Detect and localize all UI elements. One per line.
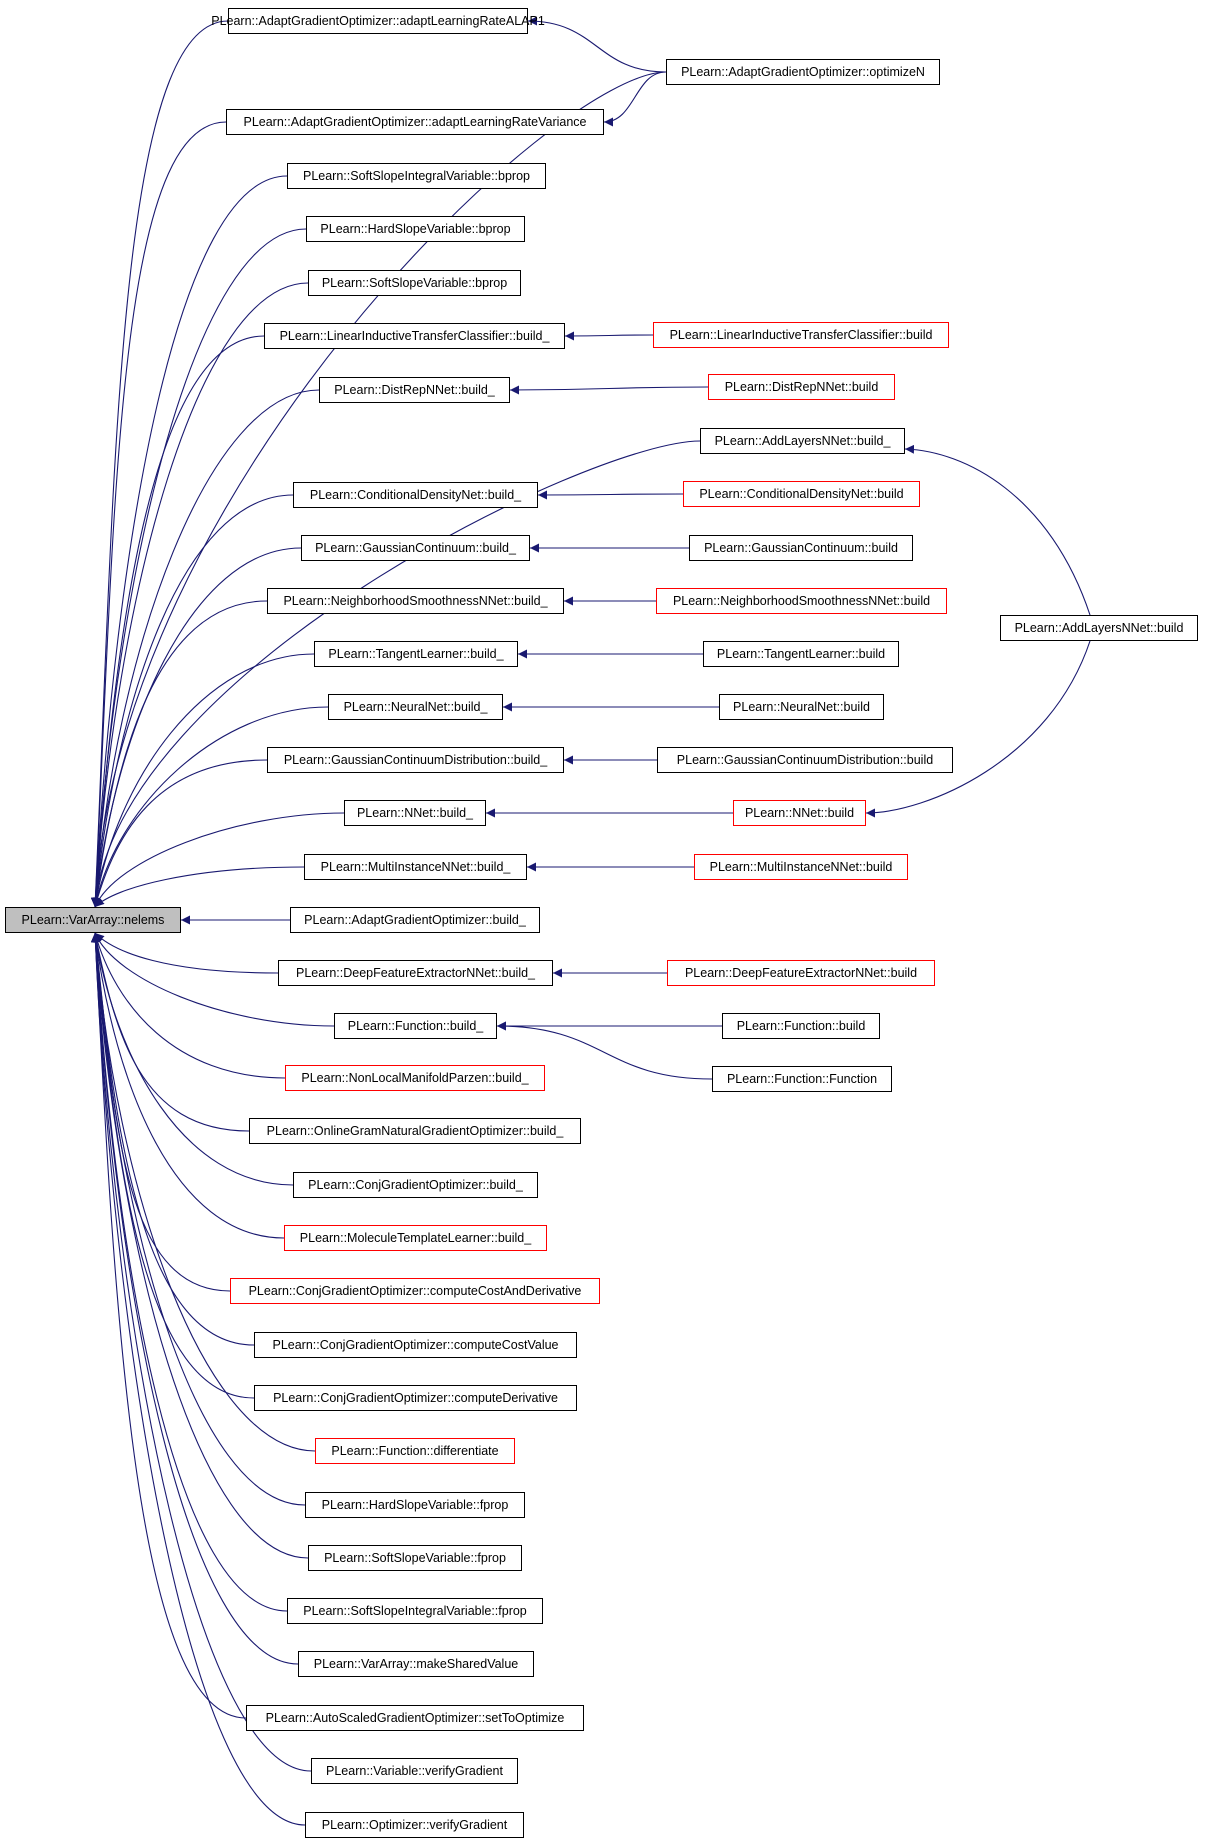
node-plearn-function-build[interactable]: PLearn::Function::build_ <box>334 1013 497 1039</box>
edge-plearn-molecule-template-learner-build-to-plearn-var-array-nelems <box>91 932 285 1239</box>
edge-plearn-linear-inductive-transfer-classifier-build-to-plearn-linear-inductive-transfer-classifier-build <box>564 331 654 341</box>
node-plearn-multi-instance-nnet-build[interactable]: PLearn::MultiInstanceNNet::build <box>694 854 908 880</box>
node-plearn-dist-rep-nnet-build[interactable]: PLearn::DistRepNNet::build_ <box>319 377 510 403</box>
edge-plearn-multi-instance-nnet-build-to-plearn-var-array-nelems <box>94 866 305 908</box>
edge-plearn-adapt-gradient-optimizer-optimize-n-to-plearn-adapt-gradient-optimizer-adapt-learning-rate-variance <box>603 71 667 127</box>
edge-plearn-soft-slope-integral-variable-bprop-to-plearn-var-array-nelems <box>90 175 288 908</box>
edge-plearn-optimizer-verify-gradient-to-plearn-var-array-nelems <box>90 932 306 1826</box>
node-plearn-deep-feature-extractor-nnet-build[interactable]: PLearn::DeepFeatureExtractorNNet::build_ <box>278 960 553 986</box>
edge-plearn-add-layers-nnet-build-to-plearn-nnet-build <box>865 640 1091 818</box>
node-plearn-adapt-gradient-optimizer-optimize-n[interactable]: PLearn::AdaptGradientOptimizer::optimize… <box>666 59 940 85</box>
node-plearn-neighborhood-smoothness-nnet-build[interactable]: PLearn::NeighborhoodSmoothnessNNet::buil… <box>656 588 947 614</box>
node-plearn-neural-net-build[interactable]: PLearn::NeuralNet::build_ <box>328 694 503 720</box>
edge-plearn-var-array-make-shared-value-to-plearn-var-array-nelems <box>90 932 299 1665</box>
node-plearn-conj-gradient-optimizer-compute-cost-value[interactable]: PLearn::ConjGradientOptimizer::computeCo… <box>254 1332 577 1358</box>
node-plearn-multi-instance-nnet-build[interactable]: PLearn::MultiInstanceNNet::build_ <box>304 854 527 880</box>
edge-plearn-conj-gradient-optimizer-compute-derivative-to-plearn-var-array-nelems <box>91 932 255 1399</box>
node-plearn-function-differentiate[interactable]: PLearn::Function::differentiate <box>315 1438 515 1464</box>
node-plearn-conj-gradient-optimizer-compute-cost-and-derivative[interactable]: PLearn::ConjGradientOptimizer::computeCo… <box>230 1278 600 1304</box>
edge-plearn-soft-slope-integral-variable-fprop-to-plearn-var-array-nelems <box>91 932 288 1612</box>
edge-plearn-tangent-learner-build-to-plearn-var-array-nelems <box>91 653 315 908</box>
node-plearn-conj-gradient-optimizer-build[interactable]: PLearn::ConjGradientOptimizer::build_ <box>293 1172 538 1198</box>
node-plearn-linear-inductive-transfer-classifier-build[interactable]: PLearn::LinearInductiveTransferClassifie… <box>653 322 949 348</box>
node-plearn-tangent-learner-build[interactable]: PLearn::TangentLearner::build <box>703 641 899 667</box>
node-plearn-var-array-nelems: PLearn::VarArray::nelems <box>5 907 181 933</box>
edge-plearn-function-differentiate-to-plearn-var-array-nelems <box>91 932 316 1452</box>
edge-plearn-hard-slope-variable-fprop-to-plearn-var-array-nelems <box>91 932 306 1506</box>
node-plearn-neighborhood-smoothness-nnet-build[interactable]: PLearn::NeighborhoodSmoothnessNNet::buil… <box>267 588 564 614</box>
edge-plearn-soft-slope-variable-bprop-to-plearn-var-array-nelems <box>91 282 309 908</box>
edge-plearn-neural-net-build-to-plearn-var-array-nelems <box>92 706 329 908</box>
edge-plearn-variable-verify-gradient-to-plearn-var-array-nelems <box>90 932 312 1772</box>
node-plearn-soft-slope-integral-variable-fprop[interactable]: PLearn::SoftSlopeIntegralVariable::fprop <box>287 1598 543 1624</box>
node-plearn-online-gram-natural-gradient-optimizer-build[interactable]: PLearn::OnlineGramNaturalGradientOptimiz… <box>249 1118 581 1144</box>
node-plearn-dist-rep-nnet-build[interactable]: PLearn::DistRepNNet::build <box>708 374 895 400</box>
edge-plearn-non-local-manifold-parzen-build-to-plearn-var-array-nelems <box>93 932 286 1079</box>
edge-plearn-auto-scaled-gradient-optimizer-set-to-optimize-to-plearn-var-array-nelems <box>90 932 247 1719</box>
edge-plearn-neighborhood-smoothness-nnet-build-to-plearn-var-array-nelems <box>91 600 268 908</box>
node-plearn-adapt-gradient-optimizer-adapt-learning-rate-alap1[interactable]: PLearn::AdaptGradientOptimizer::adaptLea… <box>211 8 545 34</box>
node-plearn-adapt-gradient-optimizer-adapt-learning-rate-variance[interactable]: PLearn::AdaptGradientOptimizer::adaptLea… <box>226 109 604 135</box>
edge-plearn-dist-rep-nnet-build-to-plearn-dist-rep-nnet-build <box>509 385 709 395</box>
node-plearn-gaussian-continuum-build[interactable]: PLearn::GaussianContinuum::build_ <box>301 535 530 561</box>
node-plearn-function-build[interactable]: PLearn::Function::build <box>722 1013 880 1039</box>
node-plearn-var-array-make-shared-value[interactable]: PLearn::VarArray::makeSharedValue <box>298 1651 534 1677</box>
edge-plearn-adapt-gradient-optimizer-adapt-learning-rate-alap1-to-plearn-var-array-nelems <box>90 20 229 908</box>
node-plearn-hard-slope-variable-fprop[interactable]: PLearn::HardSlopeVariable::fprop <box>305 1492 525 1518</box>
edge-plearn-add-layers-nnet-build-to-plearn-add-layers-nnet-build <box>904 444 1091 616</box>
node-plearn-optimizer-verify-gradient[interactable]: PLearn::Optimizer::verifyGradient <box>305 1812 524 1838</box>
node-plearn-soft-slope-variable-fprop[interactable]: PLearn::SoftSlopeVariable::fprop <box>308 1545 522 1571</box>
edge-plearn-adapt-gradient-optimizer-adapt-learning-rate-variance-to-plearn-var-array-nelems <box>90 121 227 908</box>
edge-plearn-function-build-to-plearn-var-array-nelems <box>94 932 335 1027</box>
node-plearn-function-function[interactable]: PLearn::Function::Function <box>712 1066 892 1092</box>
node-plearn-conj-gradient-optimizer-compute-derivative[interactable]: PLearn::ConjGradientOptimizer::computeDe… <box>254 1385 577 1411</box>
edge-plearn-adapt-gradient-optimizer-optimize-n-to-plearn-adapt-gradient-optimizer-adapt-learning-rate-alap1 <box>527 16 667 73</box>
node-plearn-nnet-build[interactable]: PLearn::NNet::build <box>733 800 866 826</box>
edge-plearn-conditional-density-net-build-to-plearn-var-array-nelems <box>91 494 294 908</box>
edge-plearn-soft-slope-variable-fprop-to-plearn-var-array-nelems <box>91 932 309 1559</box>
edge-plearn-function-function-to-plearn-function-build <box>496 1021 713 1080</box>
edge-plearn-nnet-build-to-plearn-var-array-nelems <box>94 812 345 908</box>
edge-plearn-linear-inductive-transfer-classifier-build-to-plearn-var-array-nelems <box>91 335 265 908</box>
node-plearn-adapt-gradient-optimizer-build[interactable]: PLearn::AdaptGradientOptimizer::build_ <box>290 907 540 933</box>
edge-plearn-conditional-density-net-build-to-plearn-conditional-density-net-build <box>537 490 684 500</box>
node-plearn-linear-inductive-transfer-classifier-build[interactable]: PLearn::LinearInductiveTransferClassifie… <box>264 323 565 349</box>
edge-plearn-add-layers-nnet-build-to-plearn-var-array-nelems <box>91 440 701 908</box>
node-plearn-nnet-build[interactable]: PLearn::NNet::build_ <box>344 800 486 826</box>
node-plearn-neural-net-build[interactable]: PLearn::NeuralNet::build <box>719 694 884 720</box>
node-plearn-soft-slope-integral-variable-bprop[interactable]: PLearn::SoftSlopeIntegralVariable::bprop <box>287 163 546 189</box>
edge-plearn-gaussian-continuum-distribution-build-to-plearn-var-array-nelems <box>93 759 268 908</box>
node-plearn-add-layers-nnet-build[interactable]: PLearn::AddLayersNNet::build_ <box>700 428 905 454</box>
node-plearn-gaussian-continuum-build[interactable]: PLearn::GaussianContinuum::build <box>689 535 913 561</box>
edge-plearn-conj-gradient-optimizer-build-to-plearn-var-array-nelems <box>91 932 294 1186</box>
node-plearn-add-layers-nnet-build[interactable]: PLearn::AddLayersNNet::build <box>1000 615 1198 641</box>
node-plearn-non-local-manifold-parzen-build[interactable]: PLearn::NonLocalManifoldParzen::build_ <box>285 1065 545 1091</box>
edge-plearn-deep-feature-extractor-nnet-build-to-plearn-var-array-nelems <box>94 932 279 974</box>
node-plearn-variable-verify-gradient[interactable]: PLearn::Variable::verifyGradient <box>311 1758 518 1784</box>
node-plearn-conditional-density-net-build[interactable]: PLearn::ConditionalDensityNet::build <box>683 481 920 507</box>
node-plearn-gaussian-continuum-distribution-build[interactable]: PLearn::GaussianContinuumDistribution::b… <box>267 747 564 773</box>
node-plearn-soft-slope-variable-bprop[interactable]: PLearn::SoftSlopeVariable::bprop <box>308 270 521 296</box>
node-plearn-hard-slope-variable-bprop[interactable]: PLearn::HardSlopeVariable::bprop <box>306 216 525 242</box>
node-plearn-gaussian-continuum-distribution-build[interactable]: PLearn::GaussianContinuumDistribution::b… <box>657 747 953 773</box>
node-plearn-auto-scaled-gradient-optimizer-set-to-optimize[interactable]: PLearn::AutoScaledGradientOptimizer::set… <box>246 1705 584 1731</box>
node-plearn-molecule-template-learner-build[interactable]: PLearn::MoleculeTemplateLearner::build_ <box>284 1225 547 1251</box>
node-plearn-conditional-density-net-build[interactable]: PLearn::ConditionalDensityNet::build_ <box>293 482 538 508</box>
edge-plearn-dist-rep-nnet-build-to-plearn-var-array-nelems <box>91 389 320 908</box>
node-plearn-tangent-learner-build[interactable]: PLearn::TangentLearner::build_ <box>314 641 518 667</box>
node-plearn-deep-feature-extractor-nnet-build[interactable]: PLearn::DeepFeatureExtractorNNet::build <box>667 960 935 986</box>
